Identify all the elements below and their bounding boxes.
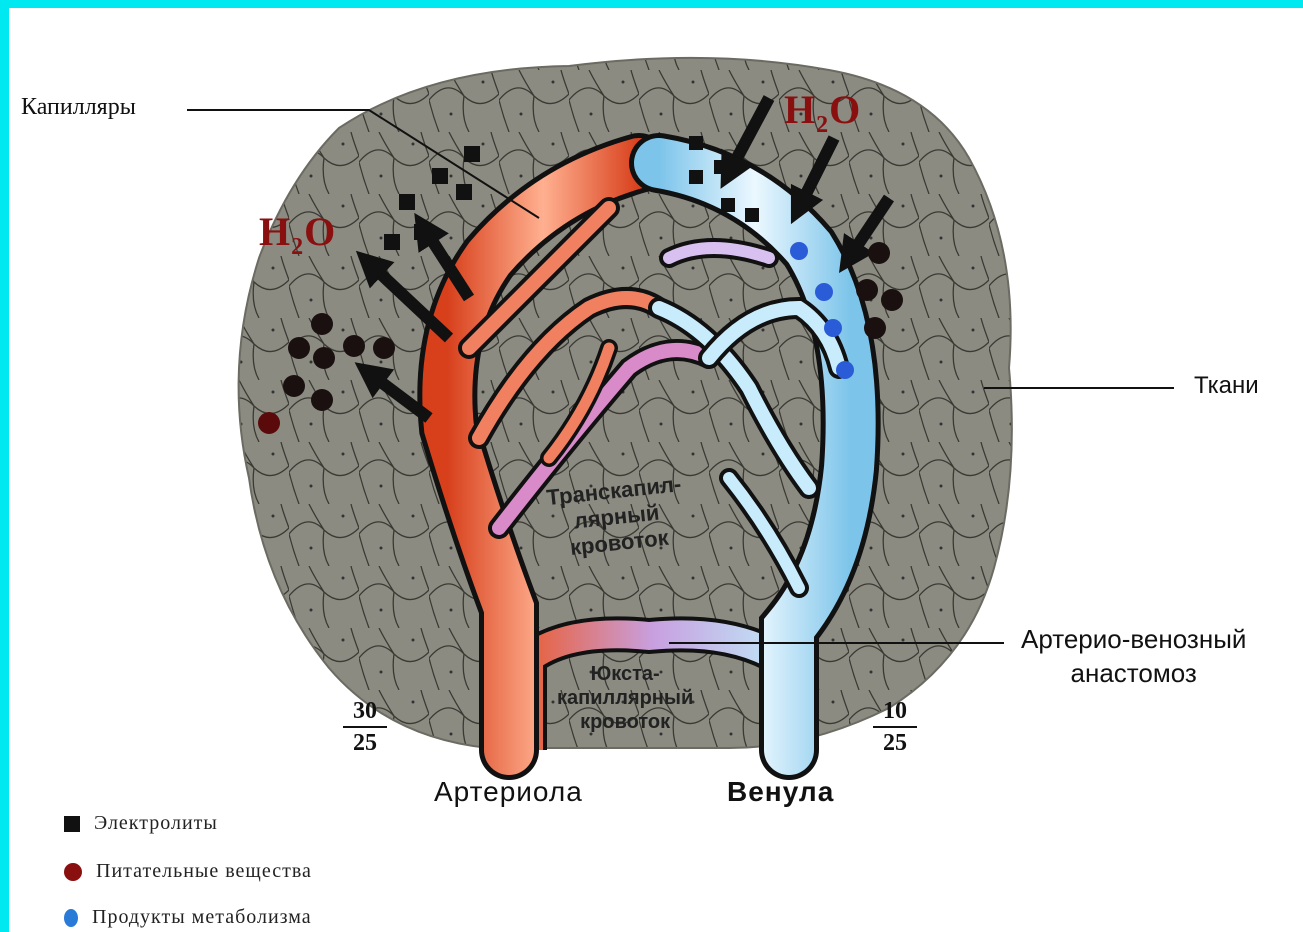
av-anastomosis-line1: Артерио-венозный xyxy=(1021,622,1246,656)
legend-electrolytes: Электролиты xyxy=(64,812,218,835)
venous-pressure-denominator: 25 xyxy=(883,730,907,756)
venous-pressure-numerator: 10 xyxy=(873,696,917,728)
diagram-frame: Капилляры Ткани Артерио-венозный анастом… xyxy=(9,8,1303,932)
h2o-right-label: H2O xyxy=(784,86,861,139)
arterial-pressure-fraction: 30 25 xyxy=(343,696,387,758)
legend-metabolites: Продукты метаболизма xyxy=(64,906,312,929)
arterial-pressure-denominator: 25 xyxy=(353,730,377,756)
juxtacapillary-line3: кровоток xyxy=(557,710,693,734)
h2o-base: H xyxy=(259,209,291,254)
circle-icon xyxy=(64,863,82,881)
av-anastomosis-line2: анастомоз xyxy=(1021,656,1246,690)
h2o-sub: 2 xyxy=(816,112,829,138)
h2o-tail: O xyxy=(829,87,861,132)
circle-icon xyxy=(64,909,78,927)
juxtacapillary-line2: капиллярный xyxy=(557,686,693,710)
microcirculation-diagram xyxy=(9,8,1303,932)
tissues-label: Ткани xyxy=(1194,372,1259,400)
legend-nutrients: Питательные вещества xyxy=(64,860,312,883)
h2o-sub: 2 xyxy=(291,234,304,260)
venous-pressure-fraction: 10 25 xyxy=(873,696,917,758)
arterial-pressure-numerator: 30 xyxy=(343,696,387,728)
av-anastomosis-label: Артерио-венозный анастомоз xyxy=(1021,622,1246,690)
h2o-base: H xyxy=(784,87,816,132)
arteriole-label: Артериола xyxy=(434,776,583,808)
capillaries-label: Капилляры xyxy=(21,94,136,121)
legend-metabolites-label: Продукты метаболизма xyxy=(92,906,312,929)
h2o-left-label: H2O xyxy=(259,208,336,261)
juxtacapillary-line1: Юкста- xyxy=(557,662,693,686)
square-icon xyxy=(64,816,80,832)
h2o-tail: O xyxy=(304,209,336,254)
juxtacapillary-flow-label: Юкста- капиллярный кровоток xyxy=(557,662,693,734)
transcapillary-flow-label: Транскапил- лярный кровоток xyxy=(545,471,688,563)
legend-electrolytes-label: Электролиты xyxy=(94,812,218,835)
legend-nutrients-label: Питательные вещества xyxy=(96,860,312,883)
venule-label: Венула xyxy=(727,776,834,808)
